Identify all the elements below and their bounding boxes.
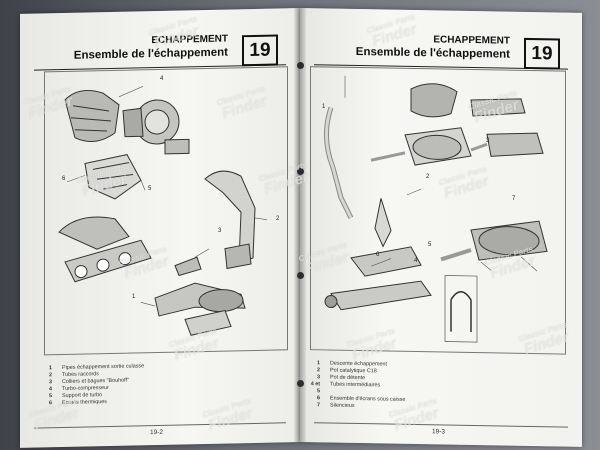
left-page: ECHAPPEMENT Ensemble de l'échappement 19	[20, 8, 300, 448]
callout-label: 2	[276, 216, 280, 222]
left-exploded-diagram	[44, 66, 288, 356]
callout-label: 6	[376, 252, 380, 258]
callout-label: 5	[148, 186, 152, 192]
left-diagram-drawing	[58, 86, 268, 336]
binding-hole	[297, 168, 304, 175]
callout-label: 3	[218, 228, 222, 234]
callout-label: 1	[322, 104, 326, 110]
callout-label: 2	[426, 174, 430, 180]
binding-hole	[297, 272, 304, 279]
right-page: ECHAPPEMENT Ensemble de l'échappement 19	[300, 8, 582, 447]
callout-label: 6	[62, 176, 66, 182]
callout-label: 7	[512, 196, 516, 202]
right-exploded-diagram	[310, 66, 566, 355]
callout-label: 4	[160, 76, 164, 82]
callout-label: 1	[132, 294, 136, 300]
binding-hole	[297, 380, 304, 387]
callout-label: 3	[486, 138, 490, 144]
callout-label: 4	[414, 258, 418, 264]
binding-hole	[297, 62, 304, 69]
callout-label: 5	[428, 242, 432, 248]
right-diagram-drawing	[324, 75, 548, 343]
book-gutter	[294, 8, 306, 442]
